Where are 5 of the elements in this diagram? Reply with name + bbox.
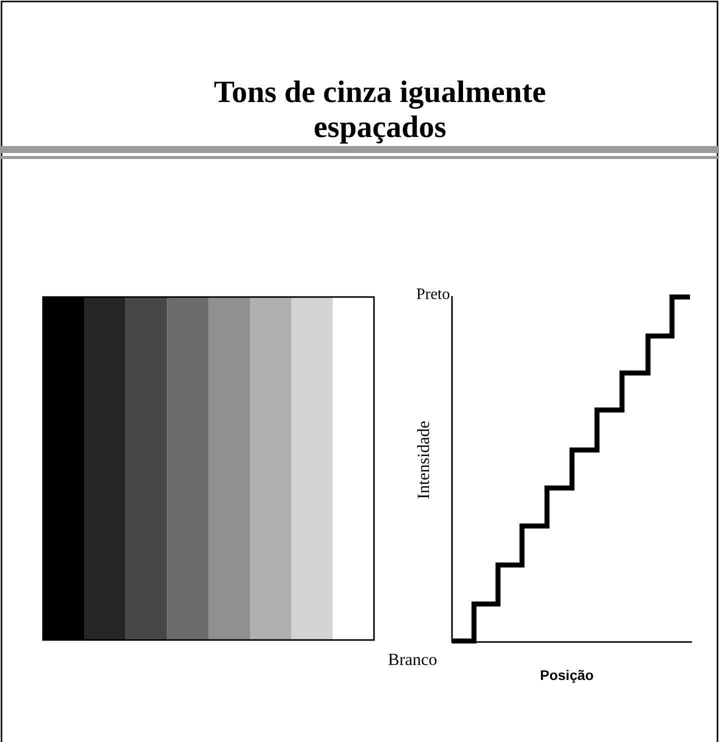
axis-end-label: Preto (416, 286, 450, 304)
axis-end-label: Branco (388, 650, 438, 670)
axis-title: Posição (540, 667, 594, 683)
title: Tons de cinza igualmente espaçados (212, 74, 548, 144)
axis-title: Intensidade (414, 420, 434, 500)
